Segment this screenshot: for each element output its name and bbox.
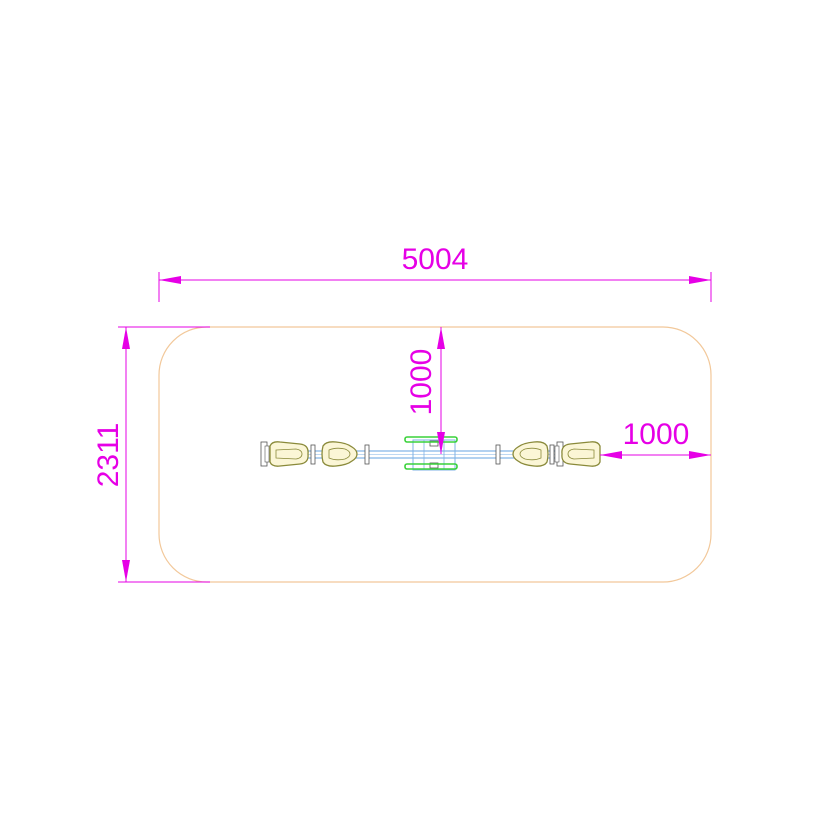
- dimension-label-width: 5004: [402, 243, 469, 276]
- arrowhead: [689, 276, 711, 284]
- seat-shell: [269, 441, 309, 467]
- dimension-end-clearance: 1000: [600, 418, 711, 459]
- beam-collar: [310, 444, 316, 465]
- seat-shell: [321, 441, 358, 467]
- dimension-overall-depth: 2311: [92, 326, 210, 583]
- arrowhead: [122, 560, 130, 582]
- seesaw-equipment: [260, 436, 601, 471]
- seat-inner-left: [321, 441, 358, 467]
- arrowhead: [600, 451, 622, 459]
- dimension-label-depth: 2311: [92, 423, 125, 488]
- seat-bracket: [554, 445, 560, 463]
- arrowhead: [689, 451, 711, 459]
- pivot-frame: [412, 439, 456, 471]
- dimension-overall-width: 5004: [158, 243, 712, 302]
- arrowhead: [159, 276, 181, 284]
- dimension-center-to-edge: 1000: [405, 327, 445, 454]
- dimension-label-center-to-edge: 1000: [405, 349, 438, 416]
- pivot-handle-bottom: [404, 463, 458, 470]
- seat-inner: [519, 447, 542, 461]
- seat-shell: [561, 441, 601, 467]
- seat-inner: [275, 448, 303, 460]
- seat-inner: [567, 448, 595, 460]
- pivot-bolt: [429, 440, 439, 447]
- arrowhead: [122, 327, 130, 349]
- beam-collar: [549, 444, 555, 465]
- central-pivot: [404, 436, 458, 471]
- pivot-handle-top: [404, 436, 458, 443]
- dimension-label-end-clearance: 1000: [623, 418, 690, 451]
- seat-bracket: [264, 445, 270, 463]
- seat-shell: [512, 441, 549, 467]
- beam-collar: [495, 444, 501, 465]
- beam-collar: [364, 444, 370, 465]
- seat-outer-right: [554, 441, 601, 467]
- pivot-bolt: [429, 462, 439, 469]
- seat-inner-right: [512, 441, 549, 467]
- arrowhead: [437, 327, 445, 349]
- arrowhead: [437, 432, 445, 454]
- seat-inner: [328, 447, 351, 461]
- seat-outer-left: [260, 441, 309, 467]
